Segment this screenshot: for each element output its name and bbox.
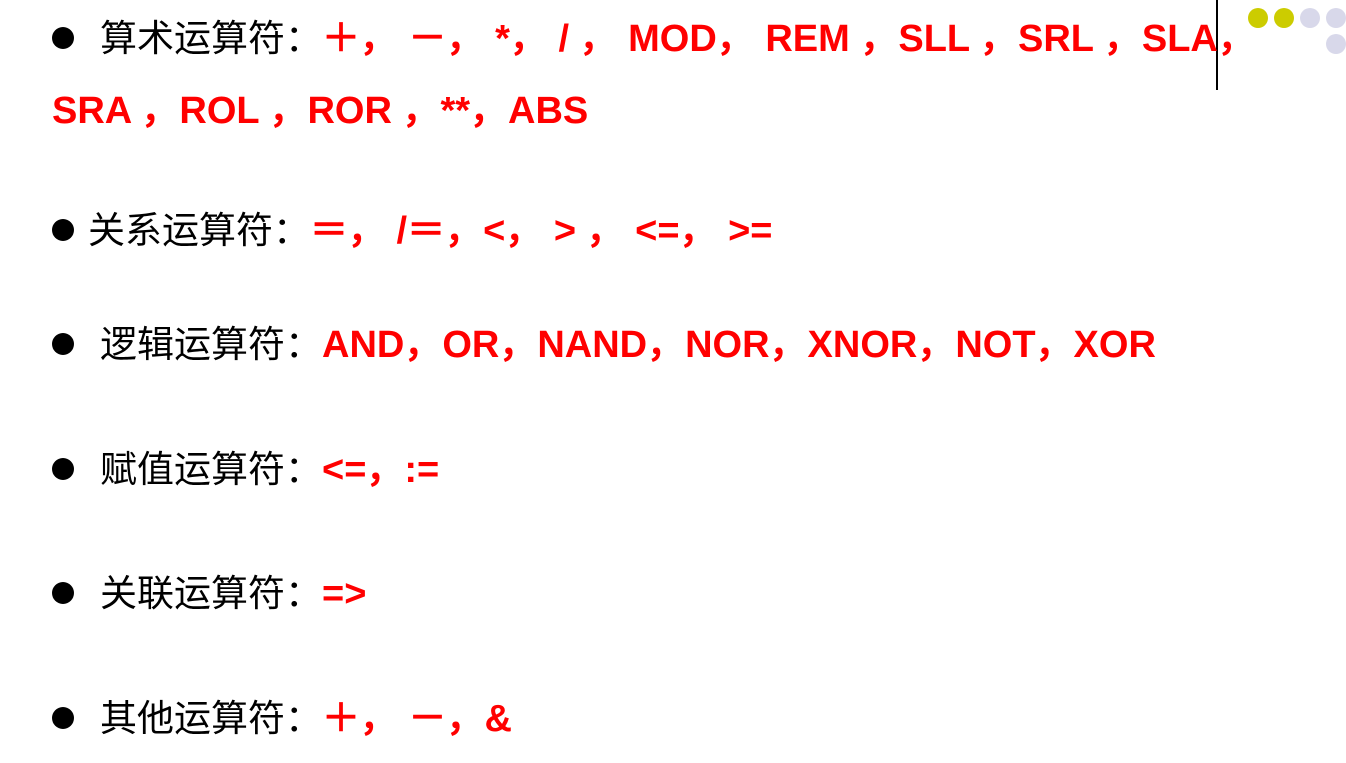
decorative-dot-lavender [1326,34,1346,54]
decorative-dot-yellow [1248,8,1268,28]
bullet-icon [52,707,74,730]
divider-line [1216,0,1218,90]
relational-operators-label: 关系运算符： [88,209,310,252]
decorative-dot-yellow [1274,8,1294,28]
arithmetic-operators-list: ＋， －， *， / ， MOD， REM ，SLL ，SRL ，SLA， [322,18,1256,60]
association-operators-line: 关联运算符：=> [52,575,366,613]
assignment-operators-line: 赋值运算符：<=，:= [52,451,439,489]
logical-operators-list: AND，OR，NAND，NOR，XNOR，NOT，XOR [322,324,1156,366]
association-operators-list: => [322,573,367,615]
association-operators-label: 关联运算符： [100,572,322,615]
decorative-dot-lavender [1300,8,1320,28]
bullet-icon [52,333,74,356]
arithmetic-operators-continuation: SRA ，ROL ，ROR ，**，ABS [52,92,588,130]
assignment-operators-list: <=，:= [322,449,440,491]
other-operators-label: 其他运算符： [100,697,322,740]
relational-operators-list: ＝， /＝，<， > ， <=， >= [310,210,773,252]
arithmetic-operators-label: 算术运算符： [100,17,322,60]
assignment-operators-label: 赋值运算符： [100,448,322,491]
logical-operators-line: 逻辑运算符：AND，OR，NAND，NOR，XNOR，NOT，XOR [52,326,1156,364]
bullet-icon [52,219,74,242]
logical-operators-label: 逻辑运算符： [100,323,322,366]
arithmetic-operators-list-continued: SRA ，ROL ，ROR ，**，ABS [52,90,589,132]
other-operators-list: ＋， －，& [322,698,513,740]
bullet-icon [52,458,74,481]
bullet-icon [52,582,74,605]
decorative-dot-lavender [1326,8,1346,28]
relational-operators-line: 关系运算符：＝， /＝，<， > ， <=， >= [52,212,773,250]
bullet-icon [52,27,74,50]
other-operators-line: 其他运算符：＋， －，& [52,700,512,738]
arithmetic-operators-line: 算术运算符：＋， －， *， / ， MOD， REM ，SLL ，SRL ，S… [52,20,1256,58]
